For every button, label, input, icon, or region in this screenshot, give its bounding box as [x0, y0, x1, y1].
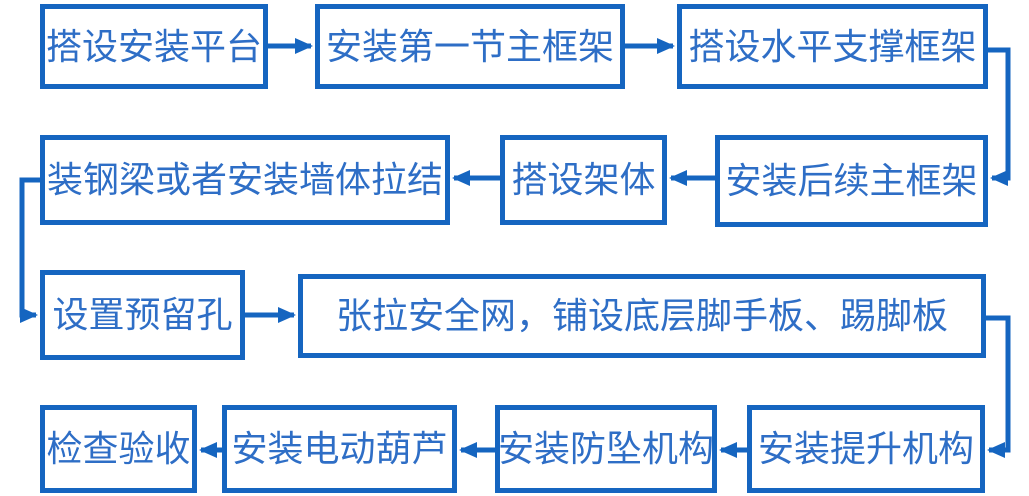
node-install-anti-fall-mechanism: 安装防坠机构	[495, 405, 717, 493]
node-tension-safety-net-lay-boards: 张拉安全网，铺设底层脚手板、踢脚板	[298, 274, 986, 358]
node-inspection-and-acceptance: 检查验收	[40, 405, 197, 493]
node-setup-frame-body: 搭设架体	[500, 135, 667, 225]
node-install-steel-beam-or-wall-ties: 装钢梁或者安装墙体拉结	[40, 135, 450, 225]
node-setup-installation-platform: 搭设安装平台	[40, 4, 268, 89]
node-install-lifting-mechanism: 安装提升机构	[747, 405, 985, 493]
node-install-first-main-frame: 安装第一节主框架	[315, 4, 625, 89]
node-set-reserved-holes: 设置预留孔	[40, 270, 245, 360]
arrow-safety-net-to-lifting	[984, 315, 1011, 458]
node-install-electric-hoist: 安装电动葫芦	[222, 405, 457, 493]
arrow-support-frame-to-subsequent	[985, 47, 1011, 186]
node-setup-horizontal-support-frame: 搭设水平支撑框架	[677, 4, 988, 89]
node-install-subsequent-main-frames: 安装后续主框架	[715, 135, 988, 227]
arrow-steel-beam-to-reserved-holes	[19, 177, 42, 323]
